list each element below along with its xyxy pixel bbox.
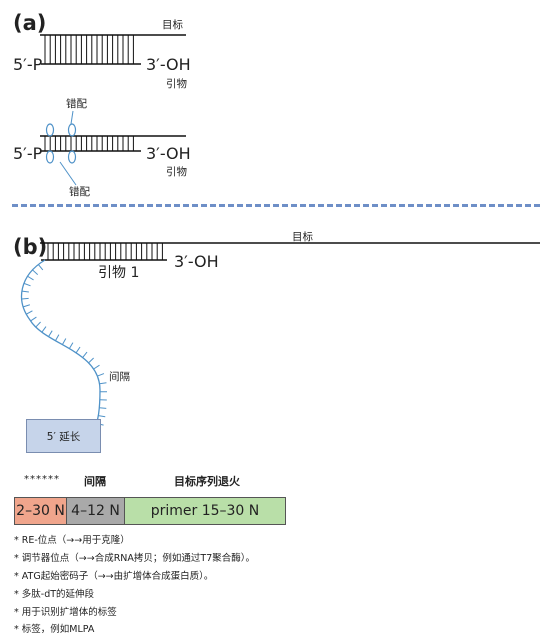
spacer-tick <box>75 346 81 354</box>
mismatch-loop-icon <box>67 150 77 164</box>
spacer-label-b: 间隔 <box>109 371 130 383</box>
spacer-tick <box>97 373 105 377</box>
mismatch-loop-icon <box>45 123 55 137</box>
spacer-tick <box>98 415 106 418</box>
spacer-tick <box>35 321 41 328</box>
target-label-b: 目标 <box>292 231 313 243</box>
extension-box: 5′ 延长 <box>26 419 101 453</box>
primer-label-a: 引物 <box>166 78 187 90</box>
five-prime-label-a2: 5′-P <box>13 144 43 163</box>
spacer-tail <box>21 259 101 431</box>
panel-a-diagram <box>40 34 186 186</box>
segment-overhang: 2–30 N <box>14 497 67 525</box>
spacer-tick <box>82 351 88 358</box>
spacer-tick <box>88 357 94 364</box>
spacer-tick <box>93 364 100 370</box>
target-label-a: 目标 <box>162 19 183 31</box>
spacer-tick <box>48 330 53 337</box>
mismatch-pointer-top <box>70 110 74 125</box>
note-mlpa-tag: * 标签，例如MLPA <box>14 624 95 635</box>
spacer-tick <box>99 382 107 385</box>
section-divider <box>12 204 540 207</box>
spacer-tick <box>23 282 31 287</box>
spacer-tick <box>21 297 29 300</box>
note-poly-dt: * 多肽-dT的延伸段 <box>14 589 95 600</box>
mismatch-loop-icon <box>67 123 77 137</box>
spacer-tick <box>61 338 67 345</box>
panel-b-label: (b) <box>13 235 48 259</box>
note-regulator-site: * 调节器位点（→→合成RNA拷贝；例如通过T7聚合酶）。 <box>14 553 255 564</box>
primer-1-label: 引物 1 <box>98 265 140 281</box>
spacer-tick <box>26 310 33 315</box>
panel-a-label: (a) <box>13 11 47 35</box>
spacer-tick <box>32 269 39 276</box>
spacer-header: 间隔 <box>84 475 106 488</box>
three-prime-label-b: 3′-OH <box>174 252 219 271</box>
note-identification-tag: * 用于识别扩增体的标签 <box>14 607 117 618</box>
spacer-tick <box>21 290 29 293</box>
spacer-tick <box>38 264 44 271</box>
spacer-tick <box>23 304 31 308</box>
spacer-tick <box>99 407 107 409</box>
segment-primer: primer 15–30 N <box>124 497 286 525</box>
mismatch-loop-icon <box>45 150 55 164</box>
note-atg-codon: * ATG起始密码子（→→由扩增体合成蛋白质）。 <box>14 571 214 582</box>
spacer-tail-ticks <box>21 264 107 426</box>
mismatch-label-bottom: 错配 <box>69 186 90 198</box>
five-prime-label-a: 5′-P <box>13 55 43 74</box>
segment-spacer: 4–12 N <box>66 497 125 525</box>
note-re-site: * RE-位点（→→用于克隆） <box>14 535 130 546</box>
spacer-tick <box>30 316 37 322</box>
mismatch-label-top: 错配 <box>66 98 87 110</box>
mismatch-pointer-bottom <box>59 161 77 186</box>
extension-box-label: 5′ 延长 <box>46 430 81 443</box>
three-prime-label-a2: 3′-OH <box>146 144 191 163</box>
base-pair-rungs-b <box>47 243 163 260</box>
spacer-tick <box>54 334 60 341</box>
target-header: 目标序列退火 <box>174 475 240 488</box>
base-pair-rungs-2 <box>44 136 134 151</box>
spacer-tick <box>41 326 47 333</box>
stars-marker: ****** <box>24 474 60 485</box>
spacer-tick <box>27 275 34 281</box>
spacer-tick <box>68 342 74 349</box>
base-pair-rungs-1 <box>44 35 134 64</box>
three-prime-label-a: 3′-OH <box>146 55 191 74</box>
primer-label-a2: 引物 <box>166 166 187 178</box>
panel-b-diagram <box>21 242 540 431</box>
